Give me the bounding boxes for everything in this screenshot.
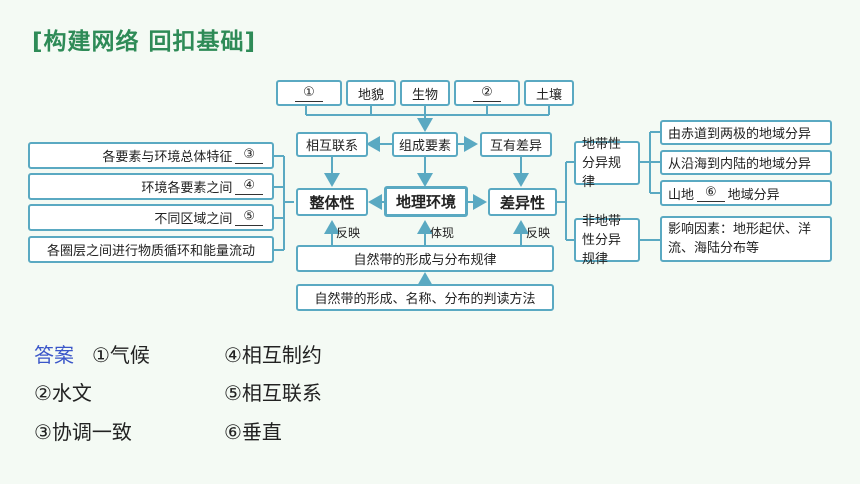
- reflect-right-label: 反映: [526, 226, 551, 240]
- coast-to-inland-box: 从沿海到内陆的地域分异: [660, 150, 832, 175]
- mountain-suffix: 地域分异: [727, 187, 780, 203]
- answer-1: ①气候: [92, 343, 150, 367]
- left-item-1-text: 各要素与环境总体特征: [102, 150, 233, 165]
- interconnection-box: 相互联系: [296, 132, 368, 157]
- blank-1-box: ①: [276, 80, 342, 106]
- embody-label: 体现: [430, 226, 455, 240]
- blank-5: ⑤: [235, 209, 263, 226]
- blank-2-box: ②: [454, 80, 520, 106]
- landform-box: 地貌: [346, 80, 396, 106]
- blank-2: ②: [473, 85, 501, 102]
- answer-2: ②水文: [34, 381, 92, 405]
- biology-box: 生物: [400, 80, 450, 106]
- left-item-2-text: 环境各要素之间: [141, 181, 233, 196]
- blank-4: ④: [235, 178, 263, 195]
- page-title: [构建网络 回扣基础]: [32, 29, 257, 55]
- answer-4: ④相互制约: [224, 343, 322, 367]
- blank-6: ⑥: [697, 185, 725, 202]
- environment-box: 地理环境: [384, 186, 468, 217]
- equator-to-poles-box: 由赤道到两极的地域分异: [660, 120, 832, 145]
- left-item-4: 各圈层之间进行物质循环和能量流动: [28, 236, 274, 263]
- difference-box: 差异性: [488, 188, 557, 216]
- soil-box: 土壤: [524, 80, 574, 106]
- left-item-1: 各要素与环境总体特征 ③: [28, 142, 274, 169]
- differences-box: 互有差异: [480, 132, 552, 157]
- mountain-prefix: 山地: [668, 187, 695, 203]
- blank-3: ③: [235, 147, 263, 164]
- blank-1: ①: [295, 85, 323, 102]
- mountain-box: 山地 ⑥ 地域分异: [660, 180, 832, 206]
- answer-5: ⑤相互联系: [224, 381, 322, 405]
- nonzonal-box: 非地带性分异规律: [574, 214, 640, 267]
- reading-method-box: 自然带的形成、名称、分布的判读方法: [296, 284, 554, 311]
- answer-heading: 答案: [34, 343, 74, 367]
- left-item-3-text: 不同区域之间: [154, 212, 233, 227]
- answer-6: ⑥垂直: [224, 420, 282, 444]
- integrity-box: 整体性: [296, 188, 368, 216]
- formation-rule-box: 自然带的形成与分布规律: [296, 245, 554, 272]
- answer-3: ③协调一致: [34, 420, 132, 444]
- composition-box: 组成要素: [392, 132, 458, 157]
- left-item-2: 环境各要素之间 ④: [28, 173, 274, 200]
- factors-box: 影响因素：地形起伏、洋流、海陆分布等: [660, 216, 832, 262]
- left-item-3: 不同区域之间 ⑤: [28, 204, 274, 231]
- reflect-left-label: 反映: [336, 226, 361, 240]
- zonal-box: 地带性分异规律: [574, 137, 640, 190]
